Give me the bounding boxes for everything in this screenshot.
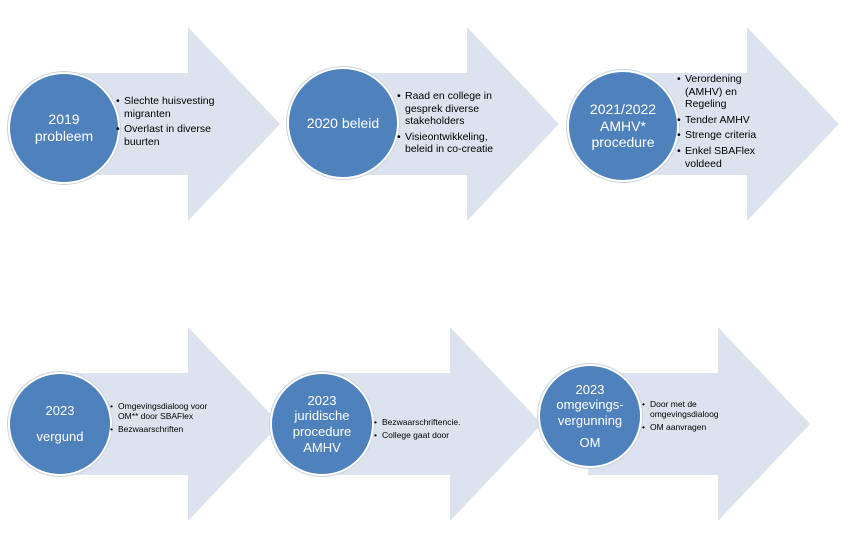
- step-title-line: juridische: [294, 408, 350, 424]
- bullet-item: Overlast in diverse buurten: [116, 123, 234, 148]
- step-title-line: 2020 beleid: [306, 114, 380, 131]
- step-circle: 2023 juridische procedure AMHV: [270, 372, 374, 476]
- step-circle: 2023 vergund: [8, 372, 112, 476]
- bullet-item: Visieontwikkeling, beleid in co-creatie: [397, 131, 517, 156]
- step-title-line: vergunning: [557, 413, 623, 428]
- bullet-item: Raad en college in gesprek diverse stake…: [397, 90, 517, 128]
- step-circle: 2020 beleid: [287, 67, 399, 179]
- bullet-list: Slechte huisvesting migranten Overlast i…: [116, 95, 234, 151]
- step-title-line: procedure: [591, 134, 655, 151]
- bullet-item: Bezwaarschriften: [110, 424, 210, 434]
- step-2023-omgevingsvergunning: 2023 omgevings- vergunning OM Door met d…: [538, 327, 810, 521]
- step-title-line: 2023: [45, 403, 75, 419]
- bullet-list: Verordening (AMHV) en Regeling Tender AM…: [677, 73, 769, 173]
- step-title-line: AMHV*: [600, 117, 646, 134]
- step-title-line: AMHV: [303, 439, 341, 455]
- bullet-item: Tender AMHV: [677, 114, 769, 127]
- bullet-list: Raad en college in gesprek diverse stake…: [397, 90, 517, 159]
- step-circle: 2019 probleem: [8, 72, 120, 184]
- step-circle: 2021/2022 AMHV* procedure: [567, 70, 679, 182]
- bullet-list: Door met de omgevingsdialoog OM aanvrage…: [642, 399, 742, 436]
- bullet-item: Verordening (AMHV) en Regeling: [677, 73, 769, 111]
- step-title-line: OM: [579, 434, 601, 450]
- step-2020-beleid: 2020 beleid Raad en college in gesprek d…: [287, 27, 559, 221]
- step-2023-vergund: 2023 vergund Omgevingsdialoog voor OM** …: [8, 327, 280, 521]
- step-2023-juridische-procedure: 2023 juridische procedure AMHV Bezwaarsc…: [270, 327, 542, 521]
- bullet-item: Slechte huisvesting migranten: [116, 95, 234, 120]
- bullet-item: College gaat door: [374, 430, 484, 440]
- bullet-item: Strenge criteria: [677, 129, 769, 142]
- bullet-item: Door met de omgevingsdialoog: [642, 399, 742, 419]
- step-title-line: 2023: [575, 381, 605, 397]
- step-title-line: omgevings-: [556, 397, 624, 413]
- step-title-line: 2021/2022: [589, 100, 657, 117]
- bullet-item: OM aanvragen: [642, 422, 742, 432]
- bullet-list: Bezwaarschriftencie. College gaat door: [374, 417, 484, 443]
- bullet-item: Omgevingsdialoog voor OM** door SBAFlex: [110, 401, 210, 421]
- bullet-item: Enkel SBAFlex voldeed: [677, 145, 769, 170]
- step-2019-probleem: 2019 probleem Slechte huisvesting migran…: [8, 27, 280, 221]
- step-title-line: 2019: [48, 111, 80, 128]
- step-circle: 2023 omgevings- vergunning OM: [538, 364, 642, 468]
- bullet-list: Omgevingsdialoog voor OM** door SBAFlex …: [110, 401, 210, 438]
- step-2021-2022-amhv-procedure: 2021/2022 AMHV* procedure Verordening (A…: [567, 27, 839, 221]
- step-title-line: vergund: [36, 429, 84, 444]
- step-title-line: probleem: [34, 128, 94, 144]
- step-title-line: procedure: [292, 424, 352, 439]
- bullet-item: Bezwaarschriftencie.: [374, 417, 484, 427]
- step-title-line: 2023: [307, 392, 337, 408]
